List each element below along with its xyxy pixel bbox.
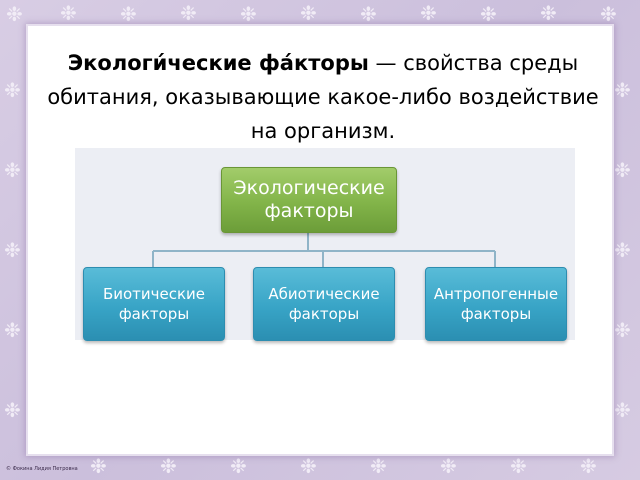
- snowflake-icon: ❉: [4, 158, 21, 182]
- snowflake-icon: ❉: [440, 454, 457, 478]
- snowflake-icon: ❉: [370, 454, 387, 478]
- node-label-line: факторы: [118, 305, 190, 323]
- node-abiotic-factors: Абиотические факторы: [253, 267, 395, 341]
- node-label: Биотические факторы: [103, 284, 205, 324]
- snowflake-icon: ❉: [4, 318, 21, 342]
- factors-diagram: Экологические факторы Биотические фактор…: [75, 148, 575, 341]
- snowflake-icon: ❉: [480, 2, 497, 26]
- snowflake-icon: ❉: [4, 238, 21, 262]
- node-label: Экологические факторы: [233, 177, 384, 223]
- snowflake-icon: ❉: [90, 454, 107, 478]
- snowflake-icon: ❉: [580, 454, 597, 478]
- node-anthropogenic-factors: Антропогенные факторы: [425, 267, 567, 341]
- snowflake-icon: ❉: [240, 2, 257, 26]
- definition-term: Экологи́ческие фа́кторы: [68, 51, 369, 75]
- snowflake-icon: ❉: [120, 2, 137, 26]
- snowflake-icon: ❉: [60, 1, 77, 25]
- snowflake-icon: ❉: [614, 78, 631, 102]
- node-biotic-factors: Биотические факторы: [83, 267, 225, 341]
- term-part: ческие фа: [167, 51, 294, 75]
- node-label-line: Антропогенные: [433, 285, 559, 303]
- node-label-line: Экологические: [233, 177, 385, 199]
- snowflake-icon: ❉: [614, 238, 631, 262]
- diagram-connectors: [152, 232, 496, 267]
- snowflake-icon: ❉: [510, 454, 527, 478]
- node-label-line: факторы: [460, 305, 532, 323]
- snowflake-icon: ❉: [420, 1, 437, 25]
- node-label-line: Абиотические: [268, 285, 380, 303]
- definition-text: Экологи́ческие фа́кторы — свойства среды…: [42, 46, 604, 148]
- node-label-line: факторы: [288, 305, 360, 323]
- node-label: Абиотические факторы: [268, 284, 379, 324]
- term-part: кторы: [293, 51, 369, 75]
- snowflake-icon: ❉: [300, 454, 317, 478]
- node-ecological-factors: Экологические факторы: [221, 167, 397, 233]
- snowflake-icon: ❉: [230, 454, 247, 478]
- snowflake-icon: ❉: [180, 1, 197, 25]
- snowflake-icon: ❉: [540, 1, 557, 25]
- node-label: Антропогенные факторы: [434, 284, 558, 324]
- snowflake-icon: ❉: [614, 318, 631, 342]
- term-part: Экологи: [67, 51, 168, 75]
- snowflake-icon: ❉: [360, 2, 377, 26]
- snowflake-icon: ❉: [160, 454, 177, 478]
- snowflake-icon: ❉: [600, 2, 617, 26]
- copyright-footer: © Фокина Лидия Петровна: [6, 466, 78, 472]
- snowflake-icon: ❉: [4, 78, 21, 102]
- definition-body: — свойства среды обитания, оказывающие к…: [47, 51, 599, 143]
- snowflake-icon: ❉: [614, 158, 631, 182]
- snowflake-icon: ❉: [6, 2, 23, 26]
- snowflake-icon: ❉: [4, 398, 21, 422]
- node-label-line: факторы: [264, 200, 354, 222]
- snowflake-icon: ❉: [300, 1, 317, 25]
- snowflake-icon: ❉: [614, 398, 631, 422]
- node-label-line: Биотические: [102, 285, 206, 303]
